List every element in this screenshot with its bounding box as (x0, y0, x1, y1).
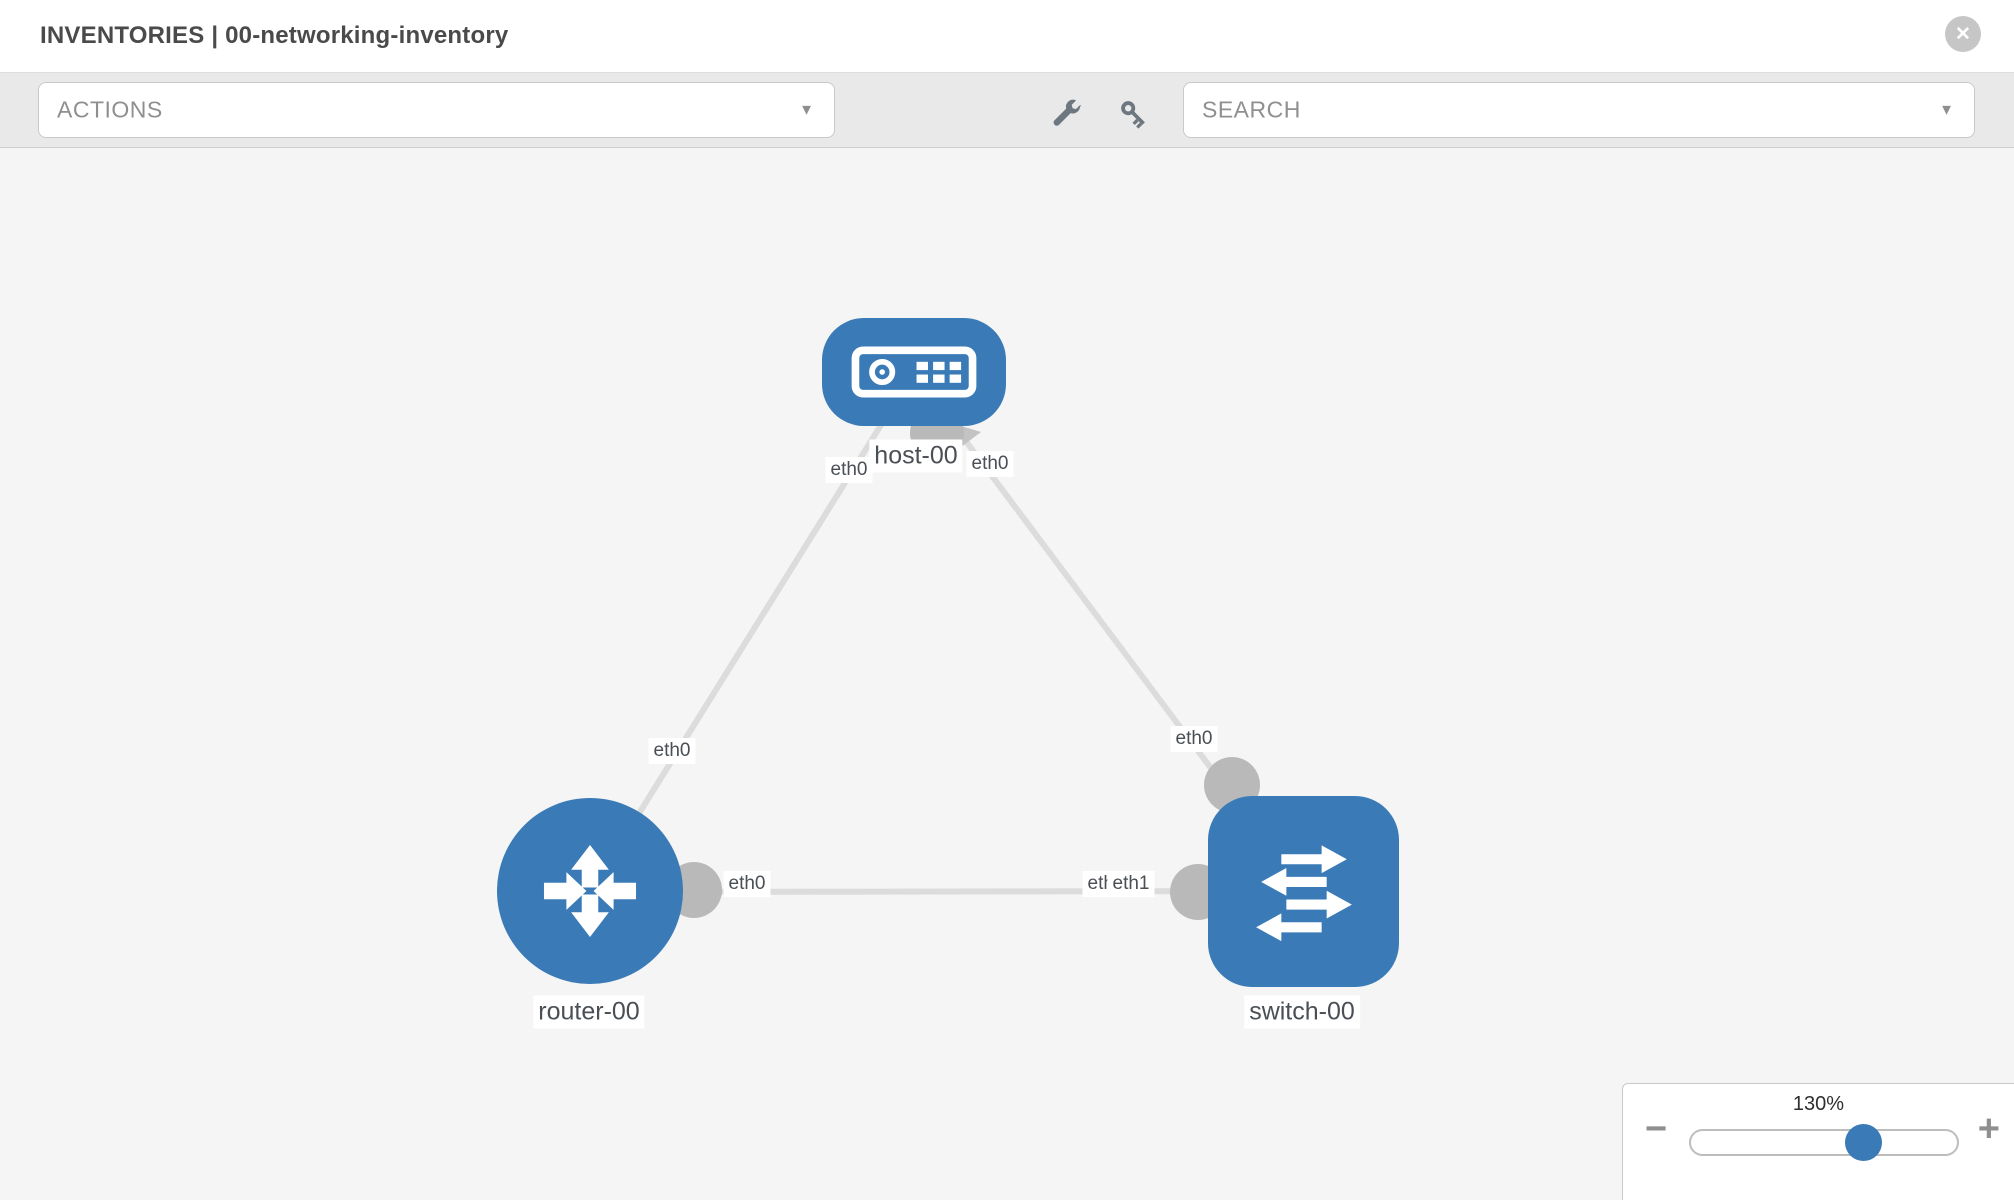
minus-icon: − (1645, 1108, 1668, 1150)
node-router-00[interactable] (497, 798, 683, 984)
node-switch-00[interactable] (1208, 796, 1399, 987)
zoom-in-button[interactable]: + (1978, 1110, 2000, 1148)
zoom-level-value: 130% (1792, 1093, 1845, 1115)
zoom-slider-thumb[interactable] (1845, 1124, 1882, 1161)
wrench-icon (1053, 99, 1082, 126)
interface-label-host-eth0-left: eth0 (825, 457, 873, 483)
page-title: INVENTORIES | 00-networking-inventory (40, 22, 509, 49)
plus-icon: + (1977, 1108, 2000, 1150)
chevron-down-icon: ▼ (1939, 101, 1954, 119)
topology-links (587, 370, 1306, 920)
header-bar: INVENTORIES | 00-networking-inventory ✕ (0, 0, 2014, 72)
actions-dropdown[interactable]: ACTIONS ▼ (38, 82, 835, 138)
key-icon (1121, 101, 1145, 129)
interface-label-router-eth0: eth0 (723, 871, 771, 897)
router-icon (543, 844, 637, 938)
interface-label-switch-eth1: eth1 (1107, 871, 1155, 897)
search-dropdown-label: SEARCH (1202, 96, 1301, 123)
close-icon: ✕ (1955, 23, 1971, 45)
zoom-panel: 130% − + (1622, 1083, 2014, 1200)
configure-tool-button[interactable] (1046, 94, 1086, 134)
node-label-host-00: host-00 (869, 439, 963, 473)
search-dropdown[interactable]: SEARCH ▼ (1183, 82, 1975, 138)
credentials-tool-button[interactable] (1114, 94, 1154, 134)
actions-dropdown-label: ACTIONS (57, 96, 163, 123)
toolbar: ACTIONS ▼ SEARCH ▼ (0, 72, 2014, 148)
interface-label-host-eth0-right: eth0 (966, 451, 1014, 477)
switch-icon (1255, 844, 1352, 941)
node-label-switch-00: switch-00 (1244, 995, 1360, 1029)
zoom-out-button[interactable]: − (1645, 1110, 1667, 1148)
chevron-down-icon: ▼ (799, 101, 814, 119)
interface-label-switch-eth0: eth0 (1170, 726, 1218, 752)
topology-canvas[interactable]: host-00 router-00 switch-00 eth0 eth0 et… (0, 148, 2014, 1200)
zoom-slider[interactable] (1689, 1124, 1959, 1161)
close-button[interactable]: ✕ (1945, 16, 1981, 52)
node-label-router-00: router-00 (533, 995, 645, 1029)
node-host-00[interactable] (822, 318, 1006, 426)
host-icon (851, 346, 977, 398)
interface-label-router-eth0-uplink: eth0 (648, 738, 696, 764)
